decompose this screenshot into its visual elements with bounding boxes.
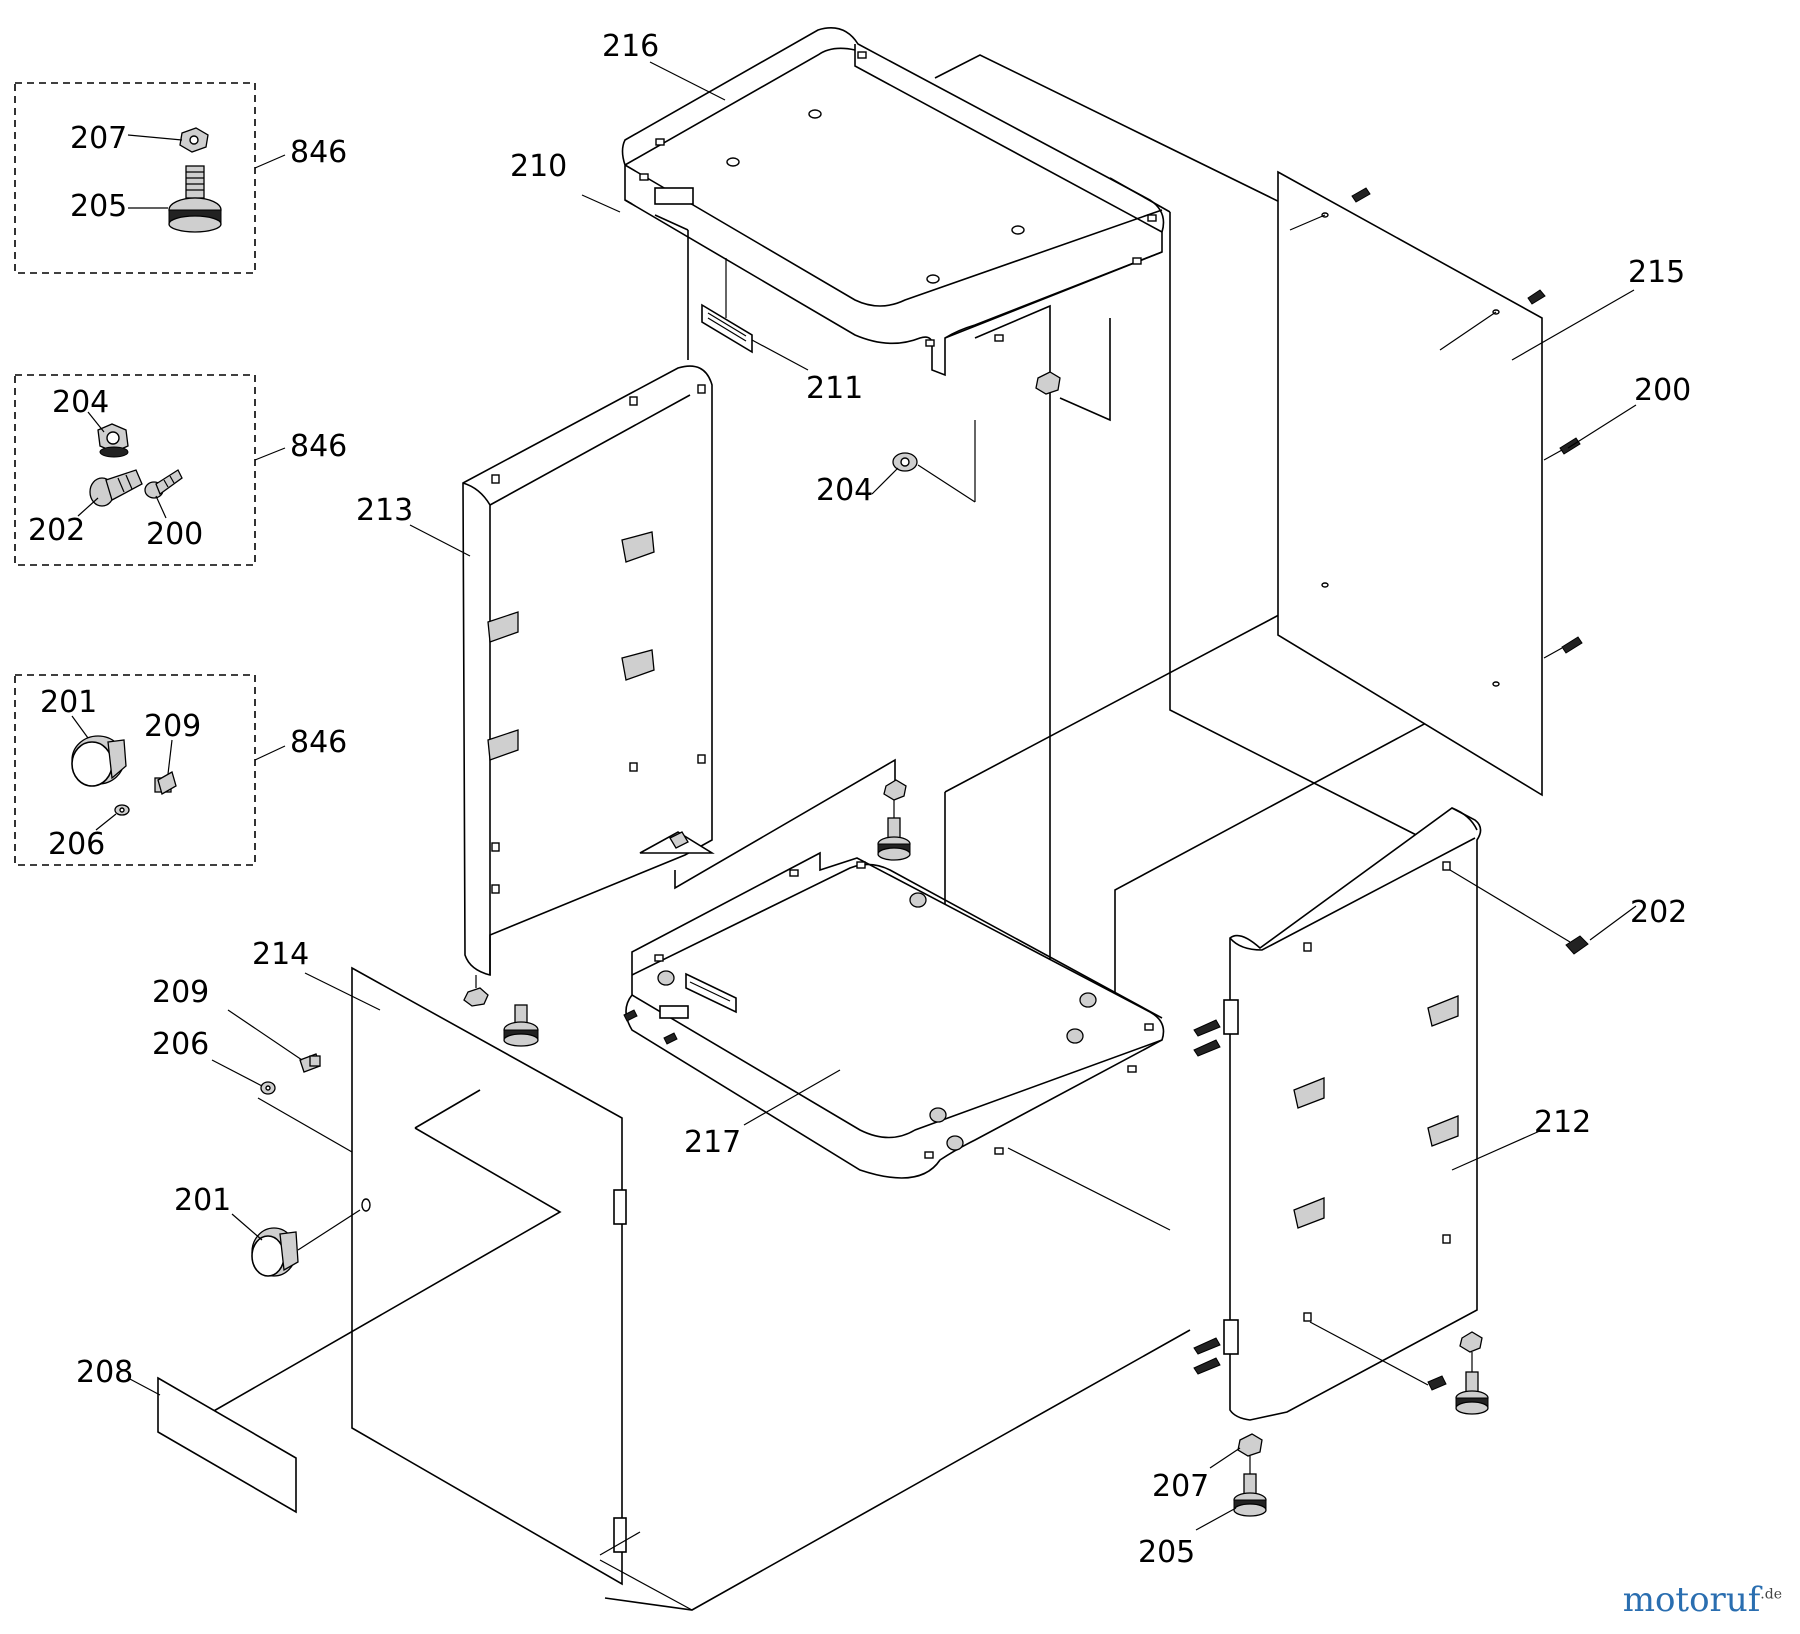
callout-207: 207 [1152,1469,1209,1504]
callout-201: 201 [40,685,97,720]
callout-202: 202 [28,513,85,548]
callout-206: 206 [48,827,105,862]
flange-nut-icon [892,452,918,472]
kit-box-846-foot [14,82,256,274]
callout-200: 200 [1634,373,1691,408]
callout-214: 214 [252,937,309,972]
callout-205: 205 [70,189,127,224]
leader-lines [127,61,1637,1531]
hinge-211-icon [701,303,753,354]
knob-icon [71,735,127,787]
leveling-foot-icon [1455,1371,1489,1415]
washer-icon [260,1081,276,1095]
bottom-tray-217 [623,779,1171,1231]
carriage-bolt-icon [1565,935,1589,955]
top-panel-216 [621,27,1165,377]
knob-icon [251,1227,299,1277]
callout-202: 202 [1630,895,1687,930]
watermark-brand: motoruf [1622,1580,1761,1620]
screw-icon [144,469,183,499]
carriage-bolt-icon [89,469,143,507]
set-screw-icon [299,1053,321,1073]
leveling-foot-icon [168,165,222,233]
right-side-panel-212 [1193,807,1589,1517]
callout-labels: 846 846 846 207 205 204 202 200 201 209 … [28,29,1691,1570]
callout-210: 210 [510,149,567,184]
washer-icon [114,804,130,816]
callout-846: 846 [290,429,347,464]
hinge-icon [685,972,737,1014]
callout-216: 216 [602,29,659,64]
callout-205: 205 [1138,1535,1195,1570]
label-plate-208 [157,1376,297,1514]
hinge-icon [1223,999,1239,1355]
callout-207: 207 [70,121,127,156]
callout-204: 204 [52,385,109,420]
leveling-foot-icon [503,1004,539,1047]
callout-846: 846 [290,135,347,170]
left-side-panel-213 [462,365,715,1047]
callout-212: 212 [1534,1105,1591,1140]
hex-nut-icon [1035,371,1061,395]
callout-206: 206 [152,1027,209,1062]
callout-213: 213 [356,493,413,528]
hinge-icon [613,1189,627,1553]
callout-217: 217 [684,1125,741,1160]
screw-icon [1351,187,1583,654]
callout-208: 208 [76,1355,133,1390]
back-panel-215 [1277,170,1583,797]
callout-846: 846 [290,725,347,760]
callout-209: 209 [152,975,209,1010]
callout-200: 200 [146,517,203,552]
callout-211: 211 [806,371,863,406]
callout-201: 201 [174,1183,231,1218]
watermark-suffix: .de [1760,1586,1782,1603]
callout-204: 204 [816,473,873,508]
leveling-foot-icon [877,817,911,861]
kit-box-846-knob [14,674,256,866]
leveling-foot-icon [1233,1473,1267,1517]
watermark: motoruf.de [1623,1580,1782,1620]
callout-209: 209 [144,709,201,744]
flange-nut-icon [97,423,129,458]
front-door-214 [157,966,1191,1611]
kit-box-846-hardware [14,374,256,566]
callout-215: 215 [1628,255,1685,290]
flange-nut-icon [657,892,1097,1151]
set-screw-icon [154,771,177,795]
